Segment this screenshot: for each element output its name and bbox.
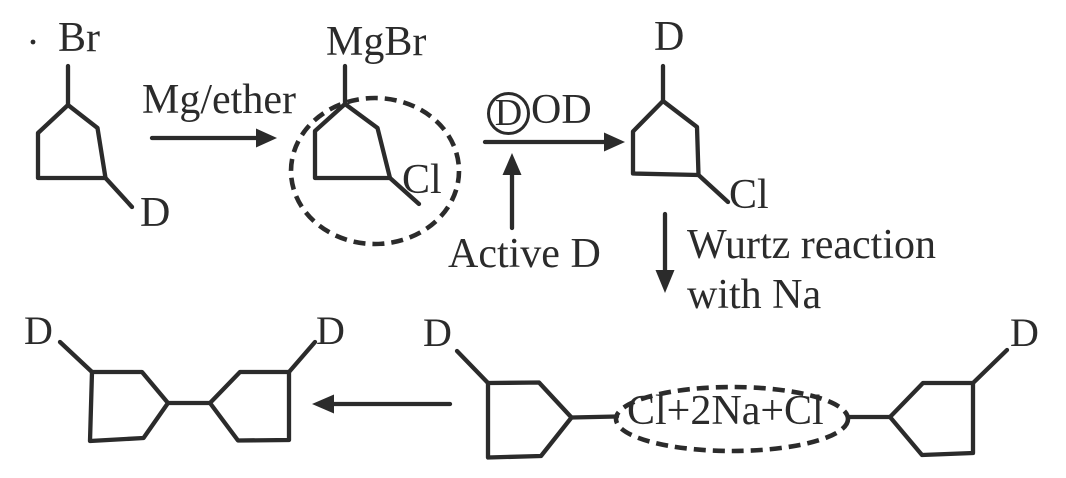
note-label-active-d: Active D xyxy=(448,231,601,277)
molecule-grignard-ring xyxy=(288,63,462,247)
substituent-label-br: Br xyxy=(58,15,100,61)
circled-d-reagent: D xyxy=(487,92,530,135)
coupling-text-label: Cl+2Na+Cl xyxy=(627,388,824,434)
molecule-wurtz-right-ring xyxy=(845,347,1010,458)
substituent-label-d-wurtz-right: D xyxy=(1010,310,1039,355)
arrow-right-mg-ether-icon xyxy=(149,128,277,148)
reagent-label-mg-ether: Mg/ether xyxy=(142,77,296,123)
substituent-label-d-wurtz-left: D xyxy=(423,310,452,355)
molecule-deuterated-ring xyxy=(630,63,731,205)
substituent-label-cl-deuterated: Cl xyxy=(729,172,769,218)
substituent-label-d-product-right: D xyxy=(316,308,345,353)
reagent-label-od: OD xyxy=(531,87,592,133)
reagent-label-wurtz-line1: Wurtz reaction xyxy=(687,222,937,268)
reagent-label-wurtz-line2: with Na xyxy=(687,272,822,318)
molecule-product-bicyclopentyl xyxy=(57,339,318,444)
substituent-label-d-deuterated: D xyxy=(654,14,685,60)
substituent-label-cl-grignard: Cl xyxy=(402,157,442,203)
substituent-label-mgbr: MgBr xyxy=(326,19,427,65)
molecule-start-ring xyxy=(35,63,135,210)
molecule-wurtz-left-ring xyxy=(454,348,620,460)
arrow-up-active-d-icon xyxy=(502,153,522,231)
arrow-down-wurtz-icon xyxy=(655,211,675,293)
arrow-left-to-product-icon xyxy=(312,394,453,414)
stray-dot xyxy=(30,39,36,45)
substituent-label-d-start: D xyxy=(140,190,171,236)
grignard-highlight-ellipse xyxy=(288,95,462,247)
arrow-right-dod-icon xyxy=(482,132,625,152)
substituent-label-d-product-left: D xyxy=(24,308,53,353)
